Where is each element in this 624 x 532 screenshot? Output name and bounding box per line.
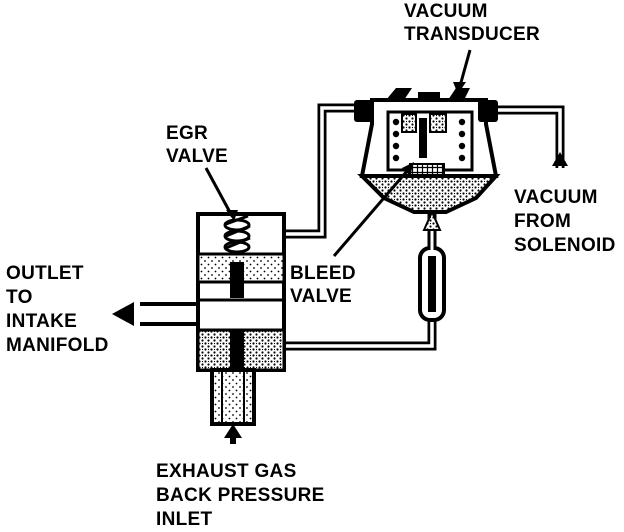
vacuum-line-solenoid (496, 105, 565, 168)
egr-valve-label: EGR VALVE (166, 123, 229, 167)
outlet-pipe (112, 302, 198, 326)
vacuum-transducer-label: VACUUM TRANSDUCER (404, 1, 540, 45)
outlet-arrow-left (112, 302, 134, 326)
egr-valve-body (196, 212, 286, 426)
exhaust-gas-label: EXHAUST GAS BACK PRESSURE INLET (156, 461, 325, 530)
back-pressure-line (284, 318, 437, 351)
vacuum-arrow-up (552, 152, 568, 166)
outlet-label: OUTLET TO INTAKE MANIFOLD (6, 263, 109, 356)
restrictor-tube (418, 209, 446, 322)
leader-bleed-valve (332, 169, 410, 257)
bleed-valve-label: BLEED VALVE (290, 263, 356, 307)
exhaust-arrow-up (224, 424, 242, 438)
leader-vacuum-transducer (458, 49, 472, 87)
vacuum-transducer (354, 88, 501, 214)
vacuum-from-solenoid-label: VACUUM FROM SOLENOID (514, 187, 616, 256)
leader-egr-valve (204, 167, 234, 217)
